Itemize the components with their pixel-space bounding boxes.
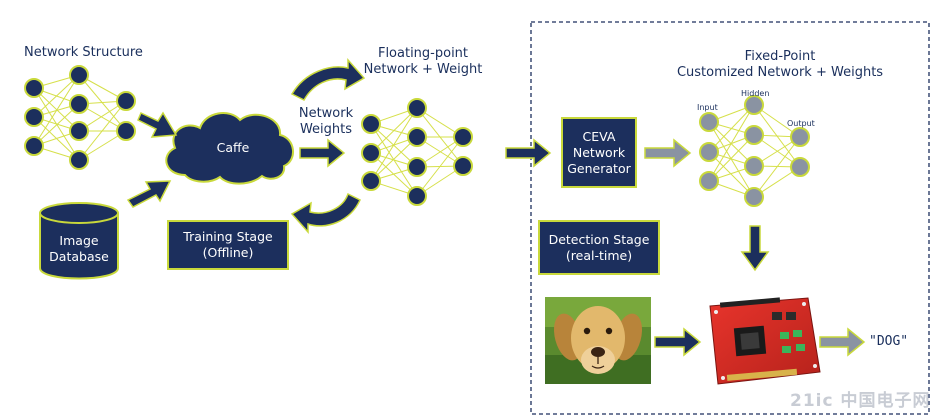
arrow-ceva-to-fixed-network (644, 138, 692, 168)
network-node (24, 78, 44, 98)
fixed-point-title: Fixed-Point Customized Network + Weights (660, 49, 900, 81)
training-stage-box: Training Stage (Offline) (167, 220, 289, 270)
network-edge (370, 107, 418, 182)
network-edge (708, 134, 755, 182)
input-layer-label: Input (697, 103, 718, 112)
curved-arrow-top (290, 58, 366, 101)
network-edge (708, 104, 755, 153)
network-edge (753, 136, 801, 198)
network-node (790, 127, 810, 147)
network-node (453, 156, 473, 176)
training-stage-line2: (Offline) (202, 245, 254, 260)
network-node (699, 142, 719, 162)
output-layer-label: Output (787, 119, 815, 128)
network-structure-title: Network Structure (24, 45, 143, 60)
arrow-network-to-ceva (505, 138, 552, 168)
network-edge (370, 136, 418, 182)
floating-point-title-line2: Network + Weight (363, 62, 483, 77)
network-node (744, 125, 764, 145)
arrow-network-to-board (740, 225, 770, 272)
fixed-point-title-line2: Customized Network + Weights (676, 65, 884, 80)
network-node (744, 95, 764, 115)
network-node (699, 171, 719, 191)
network-node (69, 65, 89, 85)
floating-point-network-graph (361, 98, 473, 206)
image-database-cylinder (39, 202, 119, 280)
network-node (790, 157, 810, 177)
network-weights-label: Network Weights (291, 106, 361, 138)
network-edge (33, 74, 80, 118)
network-node (407, 186, 427, 206)
network-edge (33, 87, 80, 132)
arrow-caffe-to-network (299, 138, 346, 168)
network-weights-line1: Network (298, 106, 354, 121)
network-edge (416, 136, 464, 197)
network-node (361, 171, 381, 191)
network-edge (708, 104, 755, 182)
training-stage-line1: Training Stage (183, 229, 273, 244)
network-node (453, 127, 473, 147)
arrow-board-to-result (819, 327, 866, 357)
detection-region-border (530, 21, 930, 415)
result-label: "DOG" (869, 334, 909, 349)
fixed-point-network-graph (699, 95, 810, 207)
network-node (699, 112, 719, 132)
caffe-label: Caffe (216, 140, 250, 155)
network-node (69, 150, 89, 170)
network-node (361, 114, 381, 134)
detection-stage-line1: Detection Stage (548, 231, 650, 247)
network-node (407, 98, 427, 118)
network-node (361, 143, 381, 163)
ceva-line3: Generator (567, 160, 631, 176)
floating-point-title: Floating-point Network + Weight (358, 46, 488, 78)
arrow-image-to-board (654, 327, 702, 357)
arrow-structure-to-caffe (137, 111, 178, 138)
image-database-line2: Database (49, 249, 109, 264)
dog-photo (545, 297, 651, 384)
network-edge (370, 107, 418, 154)
network-node (24, 136, 44, 156)
hardware-board (709, 297, 821, 385)
ceva-network-generator-box: CEVA Network Generator (561, 117, 637, 188)
fixed-point-title-line1: Fixed-Point (744, 49, 816, 64)
curved-arrow-bottom (290, 192, 361, 234)
arrow-database-to-caffe (126, 180, 172, 208)
network-edge (33, 74, 80, 147)
network-node (116, 121, 136, 141)
ceva-line2: Network (572, 144, 626, 160)
network-edge (33, 103, 80, 147)
image-database-line1: Image (59, 233, 99, 248)
detection-stage-box: Detection Stage (real-time) (538, 220, 660, 275)
ceva-line1: CEVA (582, 128, 616, 144)
network-edge (78, 100, 127, 161)
detection-stage-line2: (real-time) (565, 247, 633, 263)
network-node (744, 156, 764, 176)
network-node (24, 107, 44, 127)
image-database-label: Image Database (40, 233, 118, 265)
hidden-layer-label: Hidden (741, 89, 770, 98)
network-edge (708, 151, 755, 198)
watermark-logo: 21ic 中国电子网 (790, 391, 931, 411)
network-node (407, 127, 427, 147)
network-node (69, 94, 89, 114)
network-node (407, 157, 427, 177)
network-weights-line2: Weights (299, 122, 353, 137)
network-node (744, 187, 764, 207)
network-node (69, 121, 89, 141)
network-structure-graph (24, 65, 136, 170)
floating-point-title-line1: Floating-point (377, 46, 469, 61)
network-node (116, 91, 136, 111)
